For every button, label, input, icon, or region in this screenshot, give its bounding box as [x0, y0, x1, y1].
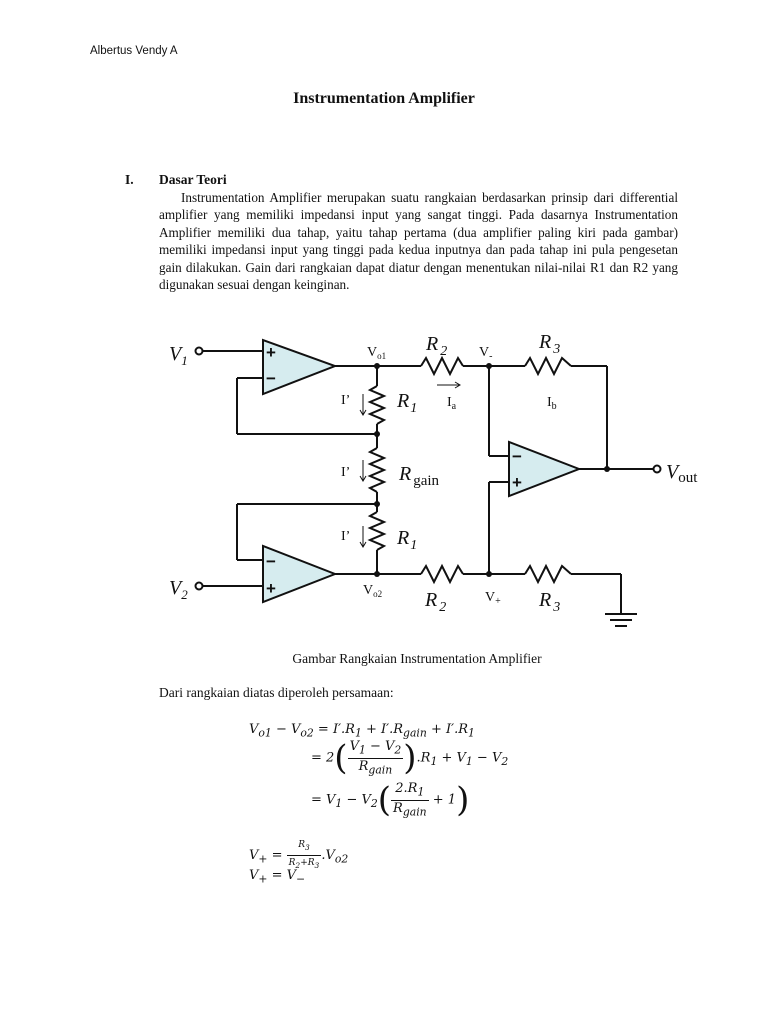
i-prime-label-1: I’ [341, 393, 350, 408]
v2-label: V2 [169, 577, 188, 602]
section-title: Dasar Teori [159, 172, 227, 187]
theory-paragraph: Instrumentation Amplifier merupakan suat… [159, 190, 678, 293]
opamp-bottom-plus: + [266, 579, 276, 598]
equation-line-5: V+ = V− [249, 868, 306, 886]
vo1-label: Vo1 [367, 345, 386, 361]
equation-line-1: Vo1 − Vo2 = I′.R1 + I′.Rgain + I′.R1 [249, 722, 475, 740]
rgain-resistor [367, 447, 387, 493]
vplus-label: V+ [485, 590, 501, 607]
circuit-diagram: + − − + − + V1 V2 R2 R3 R1 Rgain R1 R2 R… [169, 331, 698, 627]
vo2-label: Vo2 [363, 583, 382, 599]
v1-terminal [194, 346, 204, 356]
r1-bottom-resistor [367, 511, 387, 551]
vout-label: Vout [666, 461, 698, 486]
opamp-output [508, 440, 582, 498]
document-title: Instrumentation Amplifier [293, 90, 475, 107]
r2-top-resistor [420, 355, 464, 377]
section-number: I. [125, 172, 134, 187]
author-name: Albertus Vendy A [90, 45, 178, 57]
opamp-output-minus: − [512, 447, 522, 466]
vminus-label: V- [479, 345, 492, 362]
r1-bottom-label: R1 [396, 527, 417, 553]
r3-bottom-resistor [524, 563, 572, 585]
v1-label: V1 [169, 343, 188, 368]
i-prime-label-2: I’ [341, 465, 350, 480]
r2-bottom-resistor [420, 563, 464, 585]
opamp-bottom [262, 544, 338, 604]
r1-top-label: R1 [396, 390, 417, 416]
vout-terminal [652, 464, 662, 474]
opamp-output-plus: + [512, 473, 522, 492]
ia-label: Ia [447, 395, 457, 412]
ib-label: Ib [547, 395, 557, 412]
equations-intro: Dari rangkaian diatas diperoleh persamaa… [159, 685, 394, 700]
opamp-top-plus: + [266, 343, 276, 362]
figure-caption: Gambar Rangkaian Instrumentation Amplifi… [292, 651, 542, 666]
v2-terminal [194, 581, 204, 591]
opamp-bottom-minus: − [266, 552, 276, 571]
i-prime-label-3: I’ [341, 529, 350, 544]
opamp-top-minus: − [266, 369, 276, 388]
r3-top-resistor [524, 355, 572, 377]
opamp-top [262, 338, 338, 396]
r1-top-resistor [367, 385, 387, 425]
